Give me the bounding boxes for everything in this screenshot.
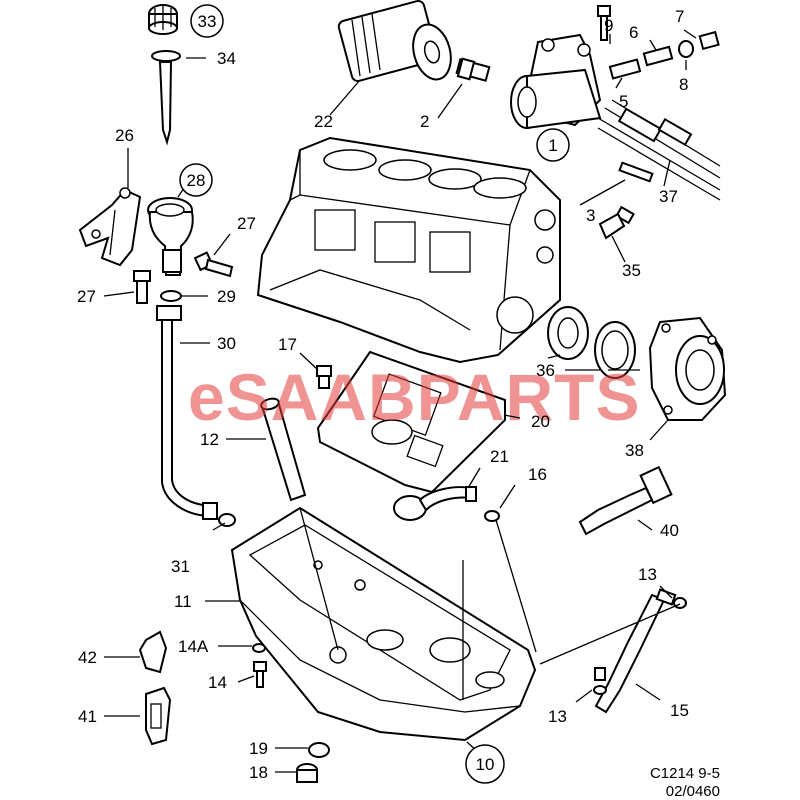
bracket (78, 187, 142, 267)
svg-text:1: 1 (548, 136, 557, 155)
tube-12 (260, 397, 307, 502)
label-35: 35 (622, 261, 641, 280)
label-42: 42 (78, 648, 97, 667)
bolt-14 (253, 661, 267, 688)
cylinder-block (256, 136, 561, 364)
label-30: 30 (217, 334, 236, 353)
label-3: 3 (586, 206, 595, 225)
label-16: 16 (528, 465, 547, 484)
oil-sump (230, 506, 537, 742)
label-27-lower: 27 (77, 287, 96, 306)
dipstick-guide-tube (156, 305, 218, 520)
label-8: 8 (679, 75, 688, 94)
label-14a: 14A (178, 637, 209, 656)
circled-label-33: 33 (190, 4, 224, 38)
svg-text:33: 33 (198, 12, 217, 31)
o-ring-31 (218, 513, 236, 527)
oil-pump-gear (547, 306, 636, 379)
label-12: 12 (200, 430, 219, 449)
label-14: 14 (208, 673, 227, 692)
circled-label-28: 28 (179, 163, 213, 197)
label-17: 17 (278, 335, 297, 354)
label-20: 20 (531, 412, 550, 431)
leader-lines (103, 29, 697, 773)
label-36: 36 (536, 361, 555, 380)
label-5: 5 (619, 92, 628, 111)
oil-pickup-pipe (393, 486, 477, 521)
reference-code-line-2: 02/0460 (666, 783, 720, 800)
svg-text:28: 28 (187, 171, 206, 190)
oil-filter (337, 0, 452, 82)
bolt-17 (316, 365, 332, 389)
clip-42 (138, 630, 168, 674)
label-21: 21 (490, 447, 509, 466)
washer-19 (308, 742, 330, 758)
circled-label-10: 10 (465, 744, 505, 784)
label-22: 22 (314, 112, 333, 131)
relief-valve-parts (642, 30, 720, 67)
label-29: 29 (217, 287, 236, 306)
o-ring-13-lower (593, 667, 607, 695)
oil-filler-cap (148, 4, 178, 35)
label-2: 2 (420, 112, 429, 131)
label-40: 40 (660, 521, 679, 540)
bracket-41 (145, 686, 172, 746)
oil-filter-housing (510, 33, 602, 130)
oil-pump-housing (648, 316, 727, 421)
label-26: 26 (115, 126, 134, 145)
sensor-5 (608, 58, 642, 80)
label-38: 38 (625, 441, 644, 460)
o-ring-16 (484, 510, 500, 522)
circled-label-1: 1 (536, 128, 570, 162)
bolt-9 (597, 5, 611, 41)
label-18: 18 (249, 763, 268, 782)
sensor-35 (598, 205, 635, 240)
label-41: 41 (78, 707, 97, 726)
washer-14a (252, 643, 266, 653)
drain-plug-18 (296, 763, 318, 783)
reference-code-line-1: C1214 9-5 (650, 765, 720, 782)
watermark: eSAABPARTS (188, 360, 641, 434)
label-37: 37 (659, 187, 678, 206)
dipstick (151, 50, 181, 146)
svg-text:10: 10 (476, 755, 495, 774)
return-pipe (594, 588, 677, 714)
seal-ring-29 (160, 290, 182, 302)
label-13-lower: 13 (548, 707, 567, 726)
oil-cooler-pipes (597, 99, 721, 201)
label-11: 11 (174, 592, 192, 611)
label-19: 19 (249, 739, 268, 758)
label-9: 9 (604, 16, 613, 35)
stud-3 (618, 161, 654, 183)
bolt-27-lower (133, 270, 151, 304)
label-6: 6 (629, 23, 638, 42)
oil-filler-neck (147, 197, 194, 276)
bolt-27-upper (193, 251, 234, 278)
label-34: 34 (217, 49, 236, 68)
label-15: 15 (670, 701, 689, 720)
label-31: 31 (171, 557, 190, 576)
label-27-upper: 27 (237, 214, 256, 233)
sealant-tube (578, 465, 673, 536)
baffle-plate (316, 350, 506, 494)
label-7: 7 (675, 7, 684, 26)
nipple-2 (455, 57, 491, 82)
drawing-reference: C1214 9-5 02/0460 (650, 765, 720, 800)
part-labels: 34 26 27 27 29 30 31 22 2 9 6 7 8 5 37 3… (77, 7, 689, 782)
label-13-upper: 13 (638, 565, 657, 584)
